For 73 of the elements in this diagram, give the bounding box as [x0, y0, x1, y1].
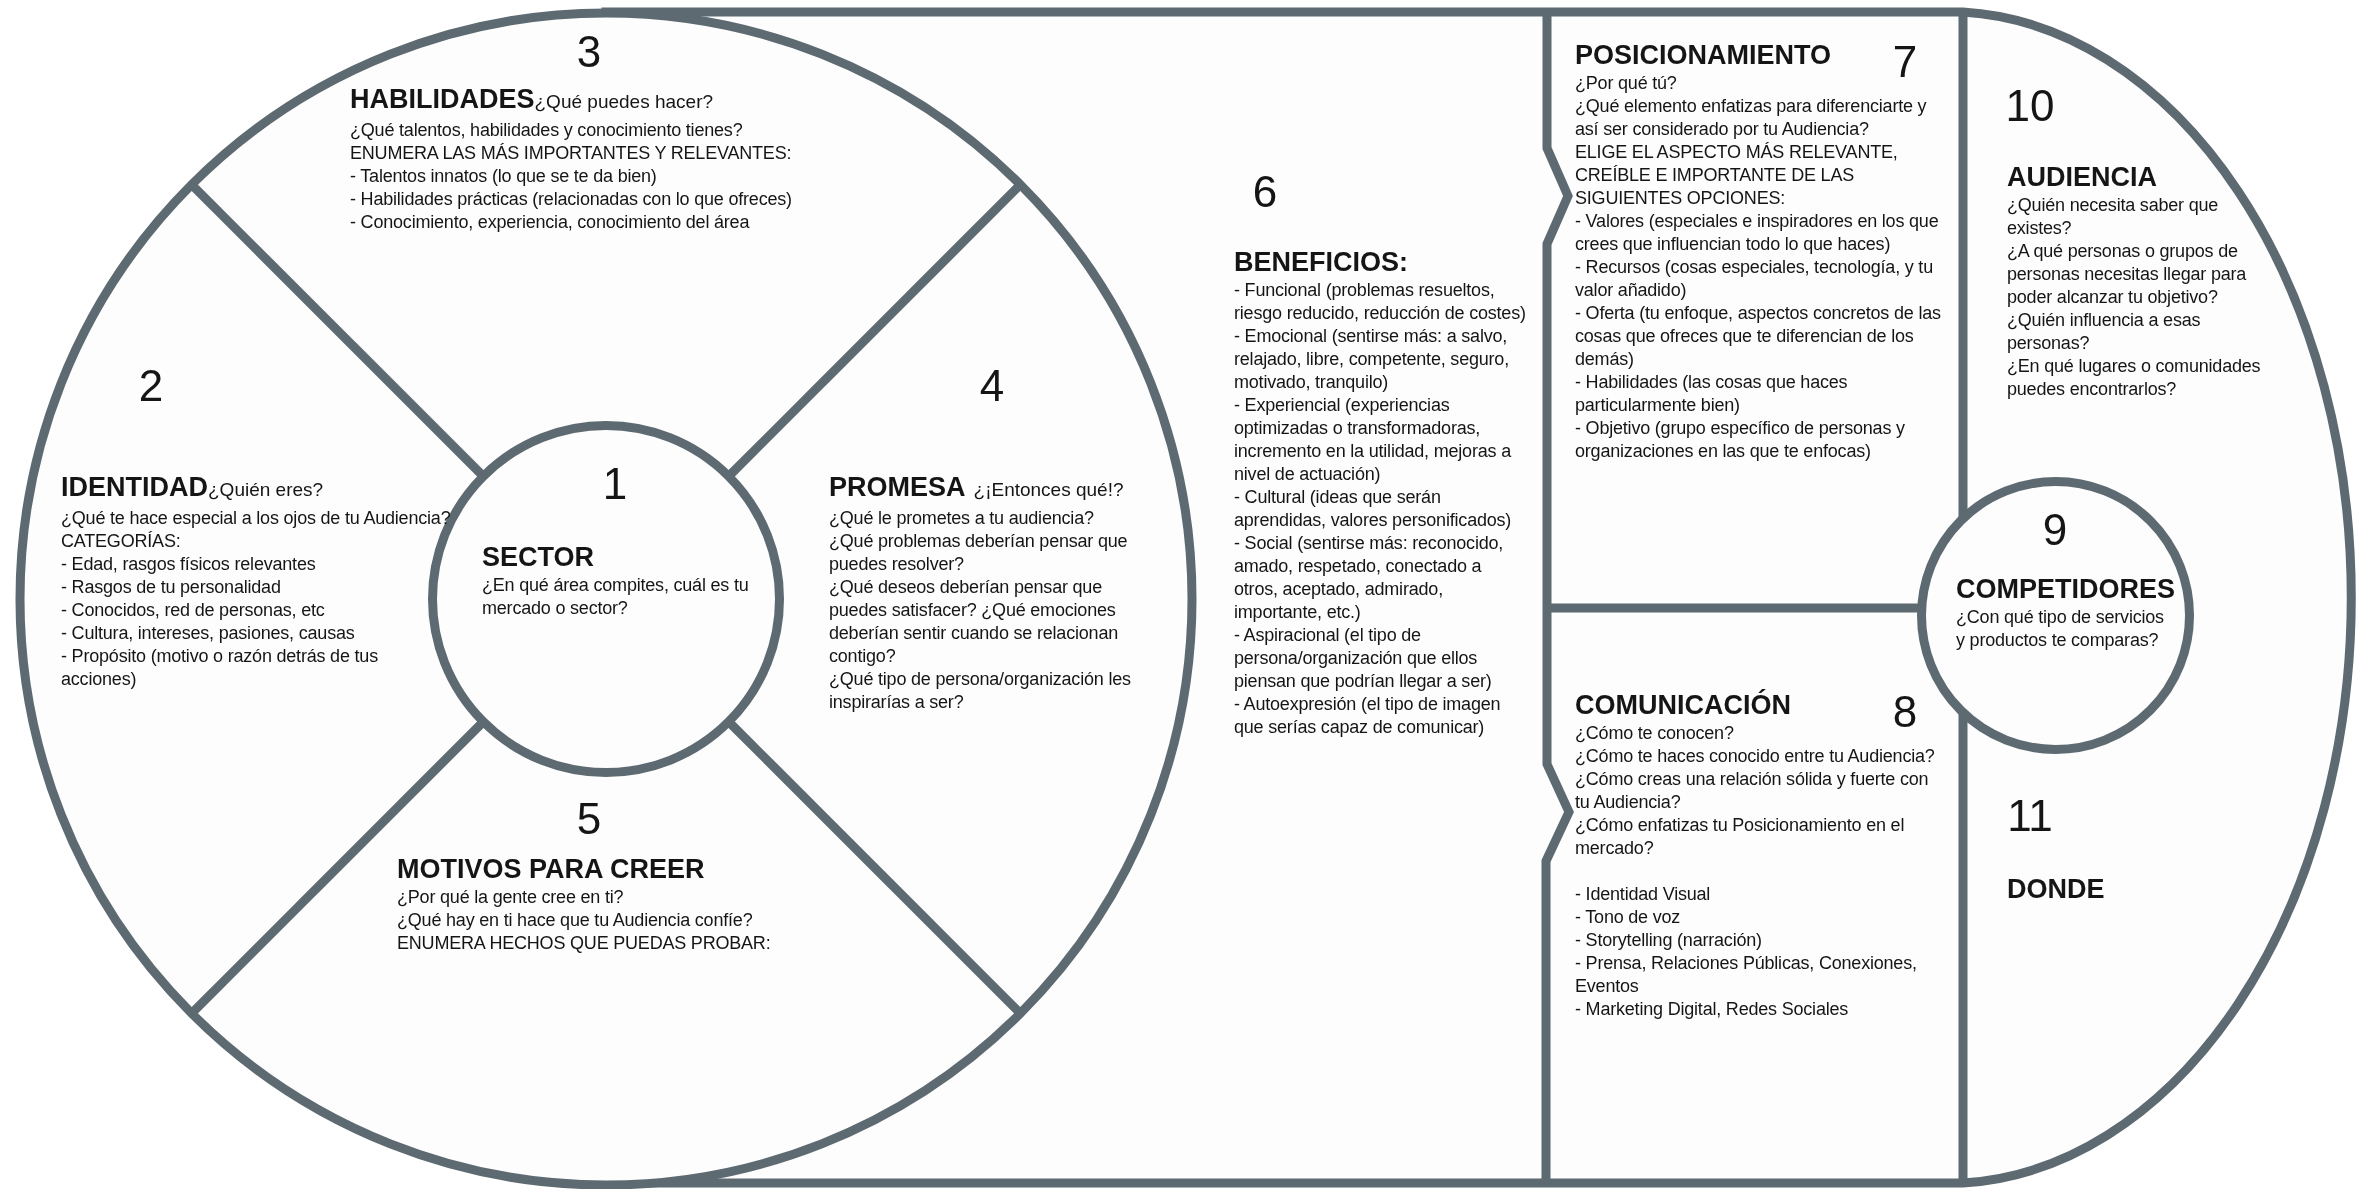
heading-question: ¿¡Entonces qué!? [973, 479, 1124, 500]
section-heading: BENEFICIOS: [1234, 247, 1408, 277]
body-text: ENUMERA LAS MÁS IMPORTANTES Y RELEVANTES: [350, 142, 793, 165]
body-text: ¿Qué problemas deberían pensar que puedes resolver? [829, 530, 1129, 576]
body-text: ¿Qué tipo de persona/organización les inspirarías a ser? [829, 668, 1132, 714]
section-heading: POSICIONAMIENTO [1575, 40, 1832, 70]
body-text: - Rasgos de tu personalidad [61, 576, 282, 599]
body-text: ¿En qué lugares o comunidades puedes encontrarlos? [2007, 355, 2262, 401]
body-text: ¿En qué área compites, cuál es tu mercado o sector? [482, 574, 750, 620]
section-heading: MOTIVOS PARA CREER [397, 854, 705, 884]
body-text: ¿Por qué la gente cree en ti? [397, 886, 625, 909]
body-text: ¿Qué le prometes a tu audiencia? [829, 507, 1095, 530]
body-text: - Prensa, Relaciones Públicas, Conexiones, Eventos [1575, 952, 1918, 998]
body-text: ¿Qué elemento enfatizas para diferenciarte y así ser considerado por tu Audiencia? [1575, 95, 1928, 141]
body-text: - Social (sentirse más: reconocido, amado, respetado, conectado a otros, aceptado, admirado, importante, etc.) [1234, 532, 1505, 624]
body-text: - Funcional (problemas resueltos, riesgo reducido, reducción de costes) [1234, 279, 1527, 325]
body-text: - Aspiracional (el tipo de persona/organización que ellos piensan que podrían llegar a ser) [1234, 624, 1493, 693]
heading-question: ¿Quién eres? [208, 479, 324, 500]
section-heading: IDENTIDAD [61, 472, 208, 502]
section-heading: SECTOR [482, 542, 595, 572]
body-text: ELIGE EL ASPECTO MÁS RELEVANTE, CREÍBLE E IMPORTANTE DE LAS SIGUIENTES OPCIONES: [1575, 141, 1899, 210]
section-heading: COMPETIDORES [1956, 574, 2176, 604]
body-text: ¿Por qué tú? [1575, 72, 1678, 95]
section-number: 4 [979, 362, 1005, 410]
body-text: CATEGORÍAS: [61, 530, 182, 553]
body-text: ¿Quién necesita saber que existes? [2007, 194, 2220, 240]
section-number: 11 [2007, 792, 2053, 840]
body-text: - Cultural (ideas que serán aprendidas, valores personificados) [1234, 486, 1513, 532]
body-text: - Habilidades prácticas (relacionadas con lo que ofreces) [350, 188, 793, 211]
body-text: ¿Con qué tipo de servicios y productos te comparas? [1956, 606, 2165, 652]
body-text: - Conocimiento, experiencia, conocimiento del área [350, 211, 751, 234]
body-text: - Edad, rasgos físicos relevantes [61, 553, 317, 576]
body-text: - Oferta (tu enfoque, aspectos concretos de las cosas que ofreces que te diferencian de los demás) [1575, 302, 1942, 371]
section-heading: DONDE [2007, 874, 2105, 904]
section-number: 7 [1892, 38, 1918, 86]
section-heading: AUDIENCIA [2007, 162, 2157, 192]
body-text: ¿Qué te hace especial a los ojos de tu Audiencia? [61, 507, 452, 530]
section-heading: COMUNICACIÓN [1575, 690, 1791, 720]
body-text: - Cultura, intereses, pasiones, causas [61, 622, 356, 645]
body-text: - Storytelling (narración) [1575, 929, 1763, 952]
body-text: - Emocional (sentirse más: a salvo, relajado, libre, competente, seguro, motivado, tranquilo) [1234, 325, 1510, 394]
body-text: - Experiencial (experiencias optimizadas o transformadoras, incremento en la utilidad, mejoras a nivel de actuación) [1234, 394, 1513, 486]
body-text: ¿Qué talentos, habilidades y conocimiento tienes? [350, 119, 744, 142]
body-text: - Marketing Digital, Redes Sociales [1575, 998, 1850, 1021]
section-number: 2 [138, 362, 164, 410]
body-text: - Talentos innatos (lo que se te da bien) [350, 165, 658, 188]
heading-question: ¿Qué puedes hacer? [534, 91, 714, 112]
body-text: - Recursos (cosas especiales, tecnología, y tu valor añadido) [1575, 256, 1934, 302]
body-text: ¿Quién influencia a esas personas? [2007, 309, 2202, 355]
body-text: - Habilidades (las cosas que haces particularmente bien) [1575, 371, 1849, 417]
body-text: ¿Cómo enfatizas tu Posicionamiento en el mercado? [1575, 814, 1906, 860]
body-text: - Tono de voz [1575, 906, 1682, 929]
body-text: ENUMERA HECHOS QUE PUEDAS PROBAR: [397, 932, 772, 955]
body-text: - Identidad Visual [1575, 883, 1712, 906]
body-text: ¿Qué hay en ti hace que tu Audiencia confíe? [397, 909, 754, 932]
section-number: 10 [2005, 82, 2055, 130]
section-number: 1 [602, 460, 628, 508]
section-number: 3 [576, 28, 602, 76]
body-text: - Autoexpresión (el tipo de imagen que serías capaz de comunicar) [1234, 693, 1502, 739]
body-text: ¿Cómo te haces conocido entre tu Audiencia? ¿Cómo creas una relación sólida y fuerte con tu Audiencia? [1575, 745, 1936, 814]
section-number: 9 [2042, 506, 2068, 554]
body-text: ¿Qué deseos deberían pensar que puedes satisfacer? ¿Qué emociones deberían sentir cuando se relacionan contigo? [829, 576, 1119, 668]
section-number: 6 [1252, 168, 1278, 216]
section-heading: HABILIDADES [350, 84, 535, 114]
section-number: 5 [576, 795, 602, 843]
body-text: ¿Cómo te conocen? [1575, 722, 1735, 745]
body-text: - Objetivo (grupo específico de personas y organizaciones en las que te enfocas) [1575, 417, 1906, 463]
body-text: - Valores (especiales e inspiradores en los que crees que influencian todo lo que haces) [1575, 210, 1940, 256]
section-number: 8 [1892, 688, 1918, 736]
section-heading: PROMESA [829, 472, 966, 502]
body-text: - Conocidos, red de personas, etc [61, 599, 326, 622]
body-text: ¿A qué personas o grupos de personas necesitas llegar para poder alcanzar tu objetivo? [2007, 240, 2248, 309]
body-text: - Propósito (motivo o razón detrás de tus acciones) [61, 645, 379, 691]
